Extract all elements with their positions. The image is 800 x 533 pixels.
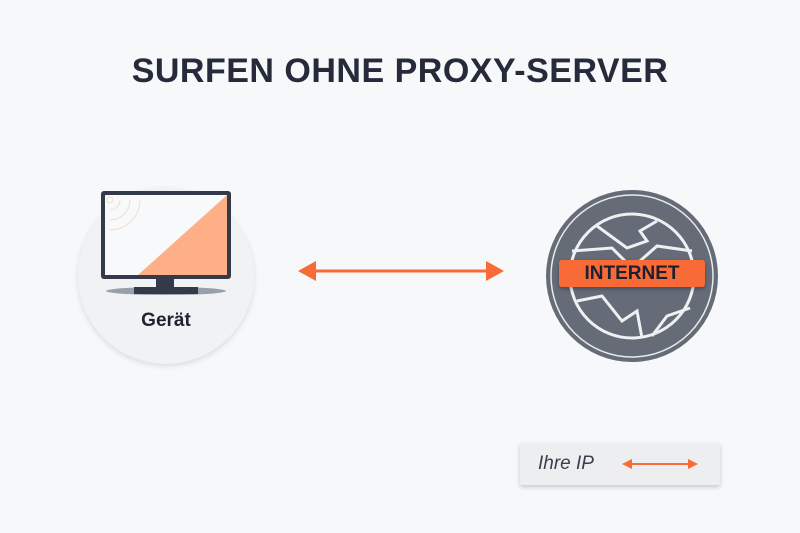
device-label: Gerät [141,310,191,331]
legend-box: Ihre IP [520,443,720,485]
monitor-icon [101,191,231,295]
legend-label: Ihre IP [538,453,594,474]
bidirectional-arrow [298,261,504,281]
internet-label: INTERNET [559,260,705,287]
legend-arrow-icon [622,459,698,469]
page-title: SURFEN OHNE PROXY-SERVER [131,52,669,90]
